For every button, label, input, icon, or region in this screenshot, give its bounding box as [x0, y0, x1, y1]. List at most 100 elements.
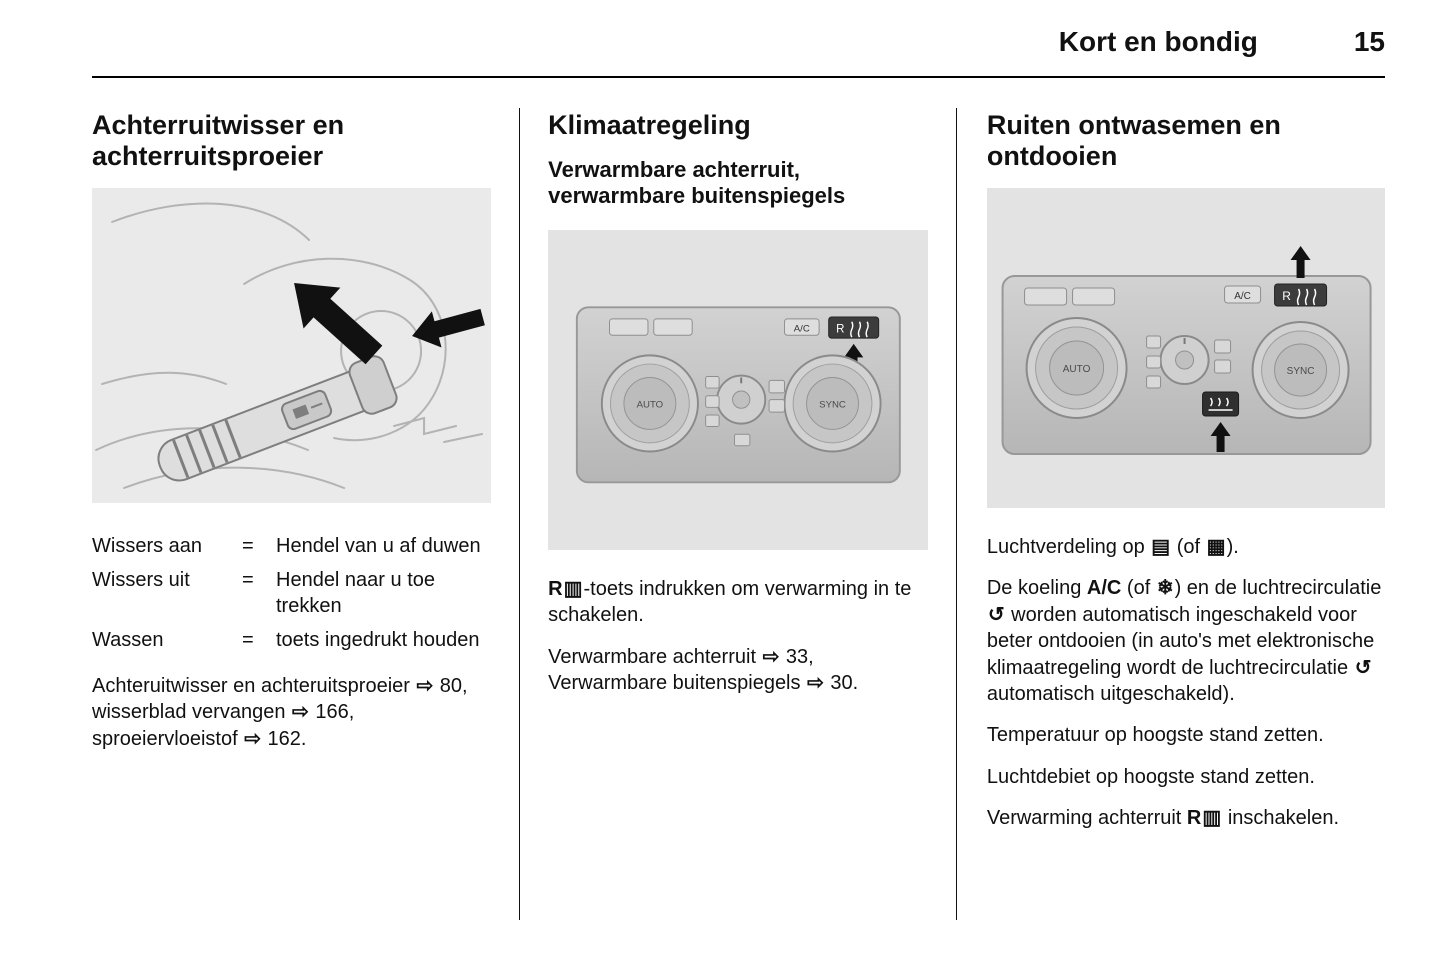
ac-button-label: A/C [1234, 291, 1251, 302]
text-run: -toets indrukken om verwarming in te sch… [548, 577, 912, 627]
term: Wissers uit [92, 569, 190, 592]
heated-rear-window-icon: ▥ [1202, 807, 1222, 830]
left-knob-label: AUTO [1063, 364, 1091, 375]
left-knob: AUTO [1025, 317, 1128, 420]
left-knob-label: AUTO [637, 399, 664, 410]
push-away-arrow [294, 283, 383, 365]
text-run: 33, Verwarmbare buitenspiegels [548, 645, 814, 694]
ac-button [784, 318, 820, 336]
instruction-paragraph: Luchtdebiet op hoogste stand zetten. [987, 764, 1385, 790]
section-heading-demist: Ruiten ontwasemen en ontdooien [986, 110, 1281, 172]
description: toets ingedrukt houden [276, 629, 480, 652]
center-knob [1159, 335, 1210, 386]
text-run: ). [1226, 536, 1239, 559]
text-run: Luchtverdeling op [986, 536, 1151, 559]
text-run: worden automatisch ingeschakeld voor bet… [986, 603, 1375, 679]
text-run: 166, sproeiervloeistof [92, 701, 355, 750]
wiper-stalk-drawing [94, 188, 490, 504]
subsection-heading-heated-rear: Verwarmbare achterruit, verwarmbare buit… [548, 157, 846, 209]
air-recirculation-icon: ↺ [1354, 656, 1372, 679]
page-header: Kort en bondig 15 [92, 26, 1385, 58]
text-run: 30. [824, 672, 859, 694]
text-run: (of [1171, 536, 1206, 559]
page-ref-arrow-icon: ⇨ [292, 701, 309, 724]
description: Hendel naar u toe trekken [276, 569, 436, 618]
text-run: 162. [261, 727, 307, 750]
left-knob: AUTO [601, 354, 700, 453]
text-run: Temperatuur op hoogste stand zetten. [986, 724, 1324, 747]
table-row: Wassen = toets ingedrukt houden [92, 627, 491, 653]
term: Wissers aan [92, 535, 203, 558]
text-run: ) en de luchtrecirculatie [1174, 577, 1382, 600]
term: Wassen [92, 629, 164, 652]
press-indicator-arrow-top [1290, 246, 1311, 279]
column-demist-defrost: Ruiten ontwasemen en ontdooien A/C [957, 108, 1385, 920]
text-run: Luchtdebiet op hoogste stand zetten. [986, 765, 1315, 788]
instruction-paragraph: R▥-toets indrukken om verwarming in te s… [548, 576, 928, 629]
table-row: Wissers uit = Hendel naar u toe trekken [92, 567, 491, 619]
text-run: 80, wisserblad vervangen [92, 675, 468, 724]
header-rule [92, 76, 1385, 78]
chapter-title: Kort en bondig [1058, 26, 1258, 57]
right-knob-label: SYNC [819, 399, 846, 410]
section-heading-wiper: Achterruitwisser en achterruitsproeier [92, 110, 345, 172]
right-knob: SYNC [1251, 321, 1350, 420]
cross-references: Achteruitwisser en achteruitsproeier ⇨ 8… [92, 673, 491, 752]
top-buttons: A/C R [1023, 283, 1327, 307]
wiper-controls-table: Wissers aan = Hendel van u af duwen Wiss… [92, 533, 491, 653]
equals: = [242, 569, 254, 592]
ac-button [1223, 285, 1261, 304]
wiper-stalk-illustration [92, 188, 492, 504]
demist-button [1201, 391, 1239, 417]
defrost-panel-drawing: A/C R AUTO [988, 188, 1384, 509]
text-run: automatisch uitgeschakeld). [986, 683, 1235, 706]
windscreen-floor-demist-icon: ▦ [1206, 536, 1226, 559]
climate-panel-drawing: A/C R AUTO [548, 236, 928, 544]
defrost-panel-illustration: A/C R AUTO [986, 188, 1385, 509]
text-run: Achteruitwisser en achteruitsproeier [92, 675, 416, 698]
page-ref-arrow-icon: ⇨ [244, 727, 261, 750]
page-ref-arrow-icon: ⇨ [807, 672, 824, 694]
text-run: Verwarmbare achterruit [548, 645, 762, 668]
climate-control-panel-illustration: A/C R AUTO [548, 229, 928, 550]
description: Hendel van u af duwen [276, 535, 481, 558]
text-run: Verwarming achterruit [986, 807, 1187, 830]
pull-toward-arrow [412, 308, 485, 348]
text-run: R [1186, 807, 1202, 830]
windscreen-demist-icon: ▤ [1151, 536, 1171, 559]
instruction-paragraph: Temperatuur op hoogste stand zetten. [987, 722, 1385, 748]
text-run: inschakelen. [1222, 807, 1340, 830]
rear-heat-button-label: R [836, 323, 844, 335]
page-number: 15 [1353, 26, 1385, 57]
right-knob: SYNC [783, 354, 882, 453]
text-run: R [548, 577, 563, 600]
small-buttons [705, 375, 786, 447]
center-knob [716, 374, 767, 425]
right-knob-label: SYNC [1287, 366, 1315, 377]
text-run: De koeling [986, 577, 1087, 600]
instruction-paragraph: Verwarming achterruit R▥ inschakelen. [987, 805, 1385, 831]
page-ref-arrow-icon: ⇨ [416, 675, 434, 698]
heated-rear-window-icon: ▥ [563, 577, 583, 600]
air-recirculation-icon: ↺ [987, 603, 1005, 626]
page-content: Achterruitwisser en achterruitsproeier [92, 108, 1385, 920]
page-ref-arrow-icon: ⇨ [762, 645, 780, 668]
column-rear-wiper: Achterruitwisser en achterruitsproeier [92, 108, 521, 920]
press-indicator-arrow-bottom [1210, 422, 1231, 453]
snowflake-icon: ❄ [1156, 577, 1174, 600]
instruction-paragraph: De koeling A/C (of ❄) en de luchtrecircu… [987, 575, 1385, 707]
ac-button-label: A/C [794, 323, 810, 334]
table-row: Wissers aan = Hendel van u af duwen [92, 533, 491, 559]
wiper-stalk [157, 355, 398, 482]
cross-references: Verwarmbare achterruit ⇨ 33, Verwarmbare… [548, 644, 928, 697]
column-climate-control: Klimaatregeling Verwarmbare achterruit, … [520, 108, 957, 920]
top-buttons: A/C R [609, 316, 880, 339]
instruction-paragraph: Luchtverdeling op ▤ (of ▦). [987, 534, 1385, 560]
rear-heat-button-label: R [1282, 289, 1291, 303]
section-heading-climate: Klimaatregeling [548, 110, 751, 140]
equals: = [242, 629, 254, 652]
text-run: (of [1121, 577, 1156, 600]
text-run: A/C [1086, 577, 1122, 600]
equals: = [242, 535, 254, 558]
